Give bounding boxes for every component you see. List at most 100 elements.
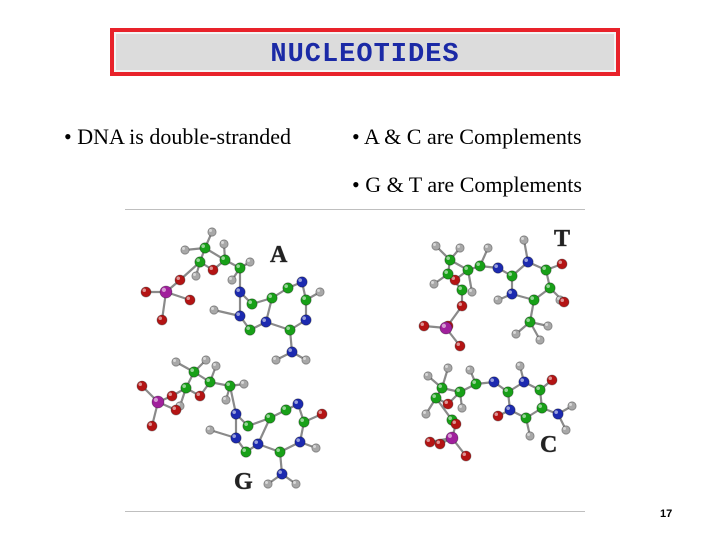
bullet-a-c-complements: • A & C are Complements <box>352 124 582 149</box>
atom-highlight <box>190 368 194 372</box>
atom-highlight <box>232 434 236 438</box>
atom <box>518 376 530 388</box>
atom <box>266 292 278 304</box>
atom <box>418 320 430 332</box>
atom-highlight <box>148 422 152 426</box>
atom-highlight <box>313 445 316 448</box>
atom <box>460 450 472 462</box>
atom-highlight <box>207 427 210 430</box>
label-g: G <box>234 469 253 495</box>
atom <box>180 245 190 255</box>
atom-highlight <box>517 363 521 366</box>
atom <box>282 282 294 294</box>
label-a: A <box>270 242 288 268</box>
atom <box>284 324 296 336</box>
atom-highlight <box>524 258 528 262</box>
atom-highlight <box>432 394 436 398</box>
atom <box>194 390 206 402</box>
atom <box>567 401 577 411</box>
atom <box>191 271 201 281</box>
atom-highlight <box>495 297 498 300</box>
atom-highlight <box>554 410 558 414</box>
atom <box>263 479 273 489</box>
atom <box>561 425 571 435</box>
atom <box>436 382 448 394</box>
atom-highlight <box>557 297 561 300</box>
atom <box>219 239 229 249</box>
atom-highlight <box>530 296 534 300</box>
bullet-g-t-complements: • G & T are Complements <box>352 172 582 197</box>
atom-highlight <box>294 400 298 404</box>
atom-highlight <box>457 245 460 248</box>
atom-highlight <box>221 256 225 260</box>
atom-highlight <box>494 264 498 268</box>
atom <box>156 314 168 326</box>
atom <box>454 340 466 352</box>
atom <box>242 420 254 432</box>
atom-highlight <box>569 403 573 406</box>
atom <box>515 361 525 371</box>
atom-highlight <box>248 300 252 304</box>
atom-highlight <box>444 270 448 274</box>
atom <box>556 258 568 270</box>
atom-highlight <box>226 382 230 386</box>
atom <box>421 409 431 419</box>
atom-highlight <box>520 378 524 382</box>
atom <box>544 282 556 294</box>
atom <box>502 386 514 398</box>
atom-highlight <box>546 284 550 288</box>
atom <box>234 286 246 298</box>
atom-highlight <box>278 470 282 474</box>
atom <box>445 431 459 445</box>
atom-highlight <box>206 378 210 382</box>
atom-highlight <box>476 262 480 266</box>
atom-highlight <box>420 322 424 326</box>
atom-highlight <box>209 266 213 270</box>
atom <box>315 287 325 297</box>
atom-highlight <box>526 318 530 322</box>
atom-highlight <box>318 410 322 414</box>
atom-highlight <box>158 316 162 320</box>
atom <box>493 295 503 305</box>
atom <box>240 446 252 458</box>
atom-highlight <box>446 256 450 260</box>
atom-highlight <box>472 380 476 384</box>
atom-highlight <box>423 411 426 414</box>
atom-highlight <box>548 376 552 380</box>
atom <box>246 298 258 310</box>
atom-highlight <box>521 237 525 240</box>
label-c: C <box>540 432 557 458</box>
atom <box>444 254 456 266</box>
atom-highlight <box>266 414 270 418</box>
atom <box>136 380 148 392</box>
atom <box>170 404 182 416</box>
atom-highlight <box>229 277 232 280</box>
atom-highlight <box>317 289 320 292</box>
atom-highlight <box>201 244 205 248</box>
atom-highlight <box>232 410 236 414</box>
atom <box>474 260 486 272</box>
atom-highlight <box>211 307 214 310</box>
atom <box>207 264 219 276</box>
atom <box>439 321 453 335</box>
atom <box>227 275 237 285</box>
atom <box>151 395 165 409</box>
atom-highlight <box>209 229 212 232</box>
atom <box>470 378 482 390</box>
atom-highlight <box>247 259 250 262</box>
atom-highlight <box>467 367 470 370</box>
atom <box>467 287 477 297</box>
atom <box>543 321 553 331</box>
atom <box>424 436 436 448</box>
atom <box>219 254 231 266</box>
atom <box>423 371 433 381</box>
atom <box>442 268 454 280</box>
atom <box>300 314 312 326</box>
atom-highlight <box>456 342 460 346</box>
atom <box>462 264 474 276</box>
atom-highlight <box>203 357 206 360</box>
atom-highlight <box>426 438 430 442</box>
atom <box>140 286 152 298</box>
atom-highlight <box>558 260 562 264</box>
atom <box>211 361 221 371</box>
